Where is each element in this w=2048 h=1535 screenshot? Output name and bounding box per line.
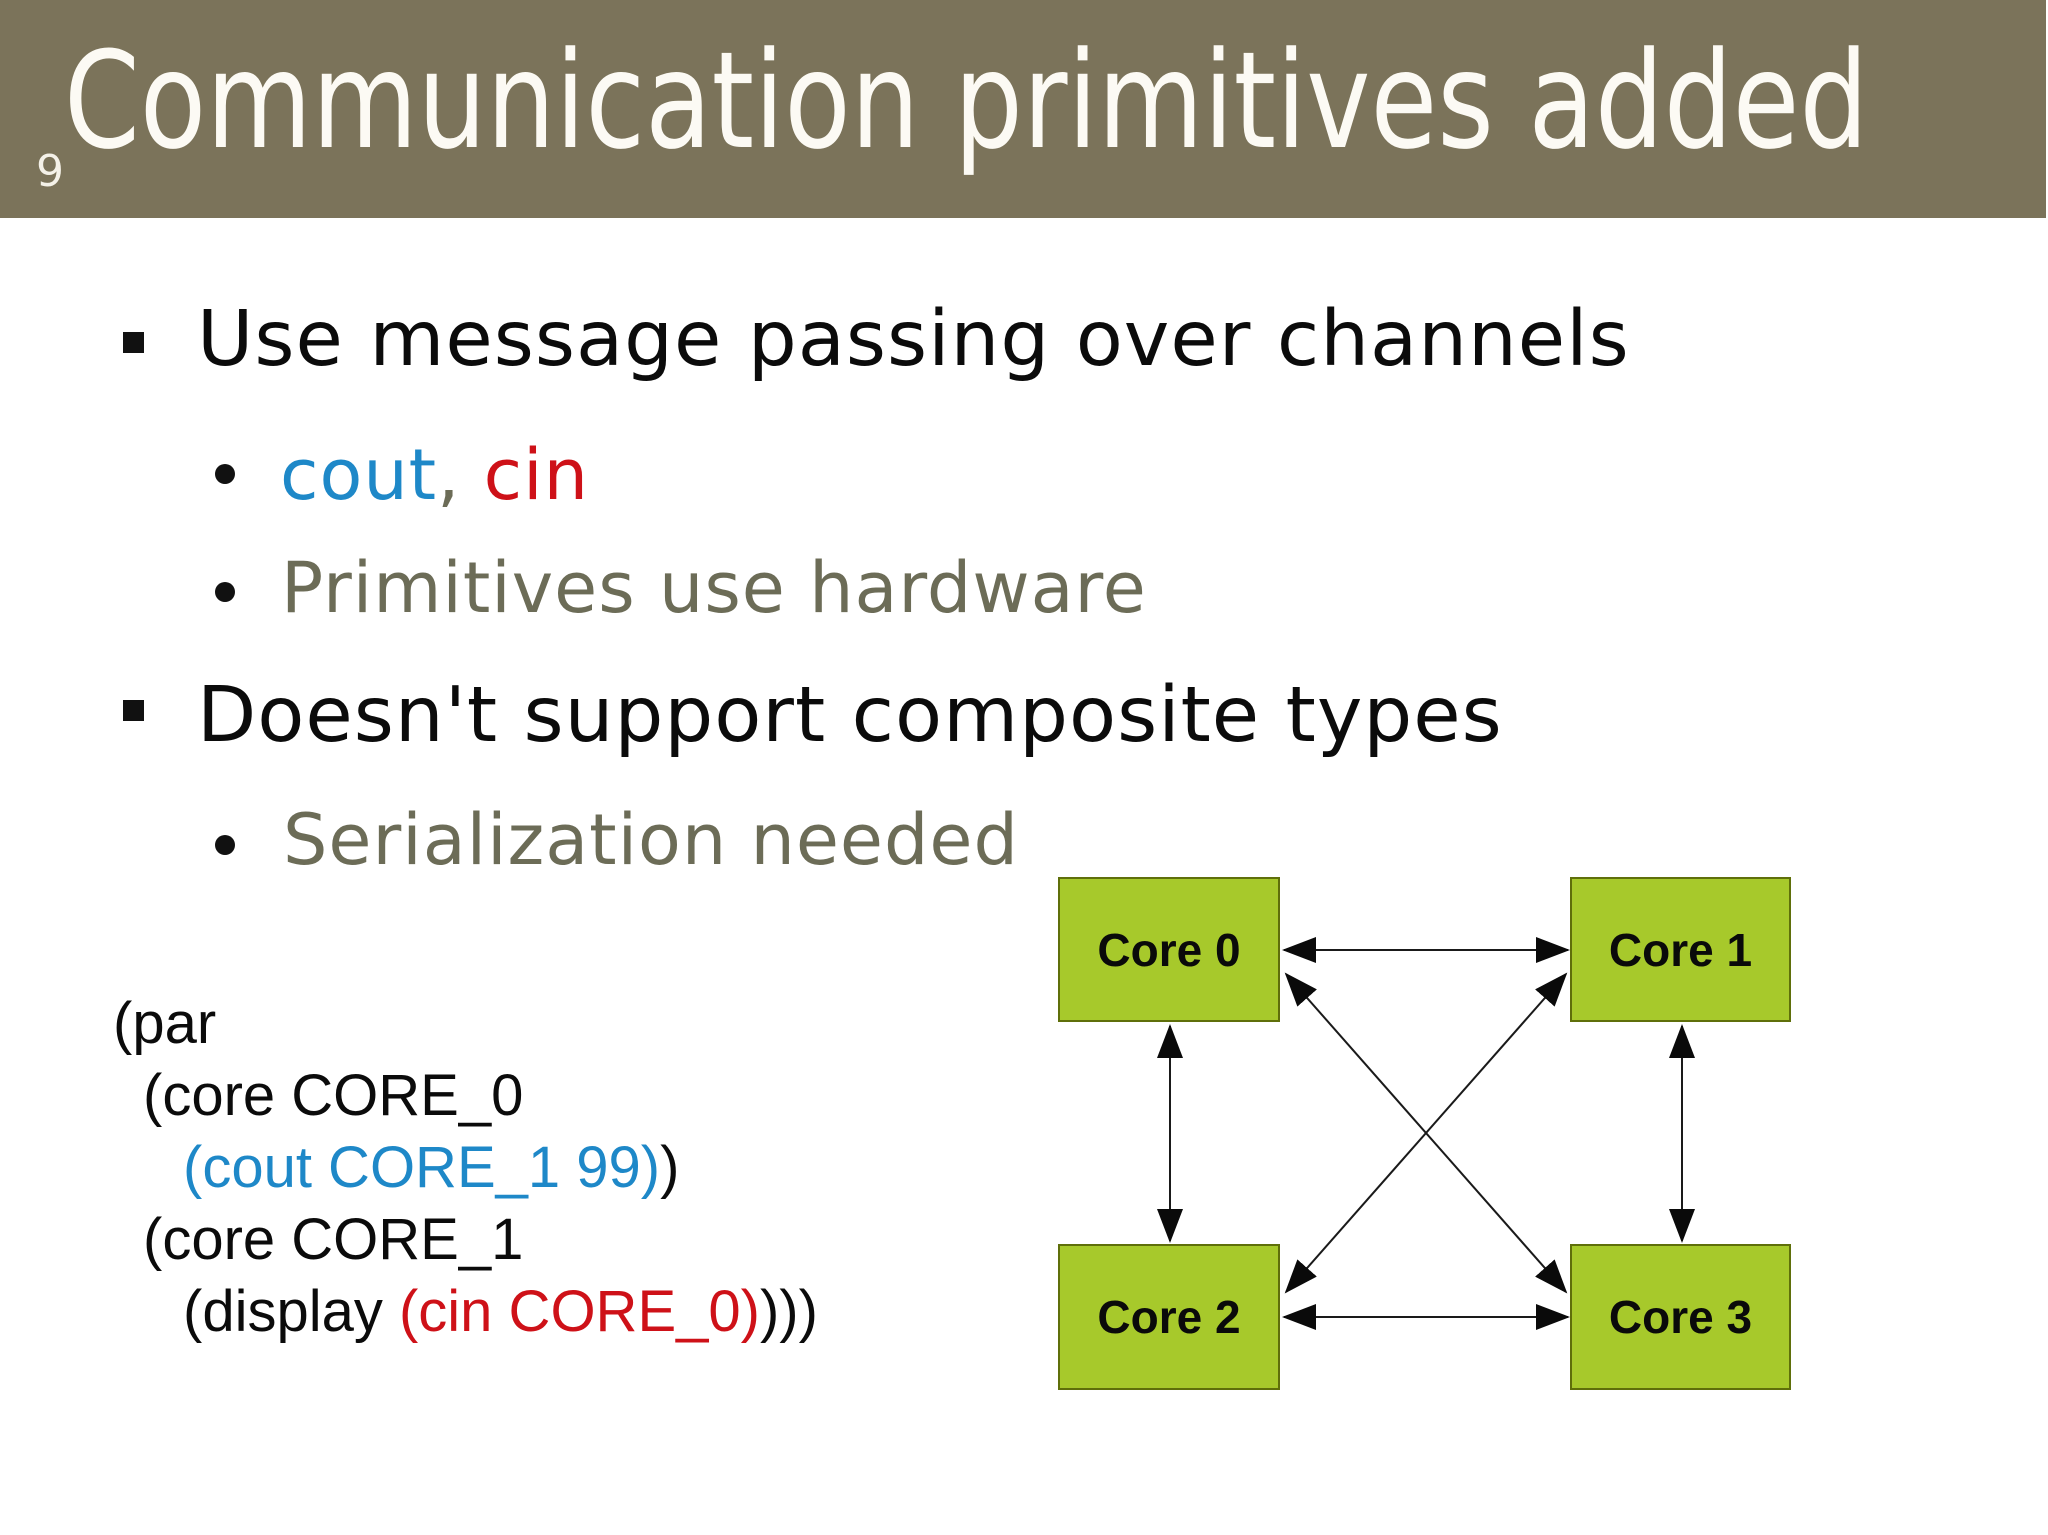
bullet-item-composite-types: Doesn't support composite types [197, 671, 1503, 760]
code-segment-cin: (cin CORE_0) [398, 1279, 760, 1344]
core1-label: Core 1 [1608, 923, 1753, 976]
core3-box: Core 3 [1570, 1244, 1791, 1390]
bullet-square-icon [123, 332, 144, 353]
core0-box: Core 0 [1058, 877, 1280, 1022]
core2-label: Core 2 [1097, 1291, 1241, 1343]
core1-box: Core 1 [1570, 877, 1791, 1022]
bullet-square-icon [123, 700, 144, 721]
bullet-dot-icon [215, 464, 235, 484]
core2-box: Core 2 [1058, 1244, 1280, 1390]
code-segment: (par [113, 991, 217, 1056]
page-title: Communication primitives added [64, 23, 1869, 179]
arrow-core0-core3 [1284, 972, 1568, 1294]
code-line: (par [113, 988, 818, 1060]
bullet-item-serialization: Serialization needed [283, 799, 1019, 881]
comma-separator: , [437, 434, 484, 516]
core0-label: Core 0 [1097, 923, 1241, 976]
code-line: (core CORE_1 [113, 1204, 818, 1276]
cout-keyword: cout [280, 434, 438, 516]
bullet-item-cout-cin: cout, cin [280, 440, 589, 510]
code-line: (core CORE_0 [113, 1060, 818, 1132]
bullet-dot-icon [215, 582, 235, 602]
code-segment: (core CORE_0 [143, 1063, 524, 1128]
code-segment: (display [183, 1279, 399, 1344]
bullet-item-message-passing: Use message passing over channels [197, 295, 1630, 384]
code-segment-cout: (cout CORE_1 99) [183, 1135, 661, 1200]
code-segment: (core CORE_1 [143, 1207, 524, 1272]
core3-label: Core 3 [1608, 1291, 1753, 1343]
bullet-dot-icon [215, 835, 235, 855]
code-line: (cout CORE_1 99)) [113, 1132, 818, 1204]
arrow-core1-core2 [1284, 972, 1568, 1294]
slide-number: 9 [36, 146, 64, 197]
code-segment: ))) [759, 1279, 818, 1344]
code-snippet: (par (core CORE_0 (cout CORE_1 99)) (cor… [113, 988, 818, 1348]
header-bar: 9 Communication primitives added [0, 0, 2046, 218]
code-segment: ) [660, 1135, 680, 1200]
cin-keyword: cin [483, 434, 589, 516]
bullet-item-primitives-hardware: Primitives use hardware [281, 547, 1147, 629]
code-line: (display (cin CORE_0)))) [113, 1276, 818, 1348]
